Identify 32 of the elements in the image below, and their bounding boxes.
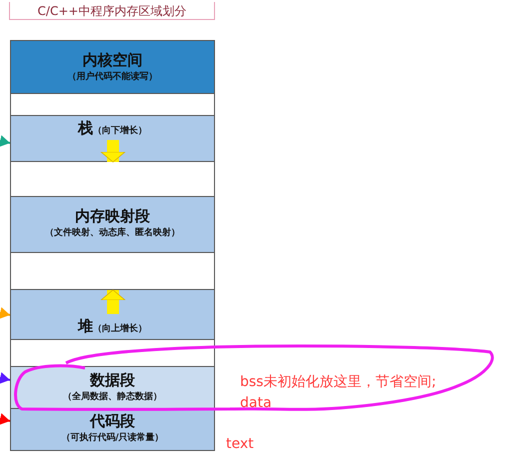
segment-name: 内核空间 [82,51,144,70]
memory-segment [10,116,215,162]
title: C/C++中程序内存区域划分 [9,2,215,20]
segment-name: 数据段 [88,371,136,390]
segment-name: 栈 [78,119,93,137]
arrow [100,290,126,314]
empty-band [10,162,215,197]
empty-band [10,253,215,290]
memory-segment [10,367,215,409]
segment-name: 代码段 [88,412,136,431]
arrow [0,135,10,147]
segment-note: （文件映射、动态库、匿名映射） [44,226,181,239]
segment-note: （用户代码不能读写） [66,70,158,83]
annotation-text: text [226,436,254,452]
segment-note: （全局数据、静态数据） [62,390,163,403]
memory-segment [10,197,215,253]
segment-note: （可执行代码/只读常量） [60,431,165,444]
memory-segment [10,40,215,94]
empty-band [10,94,215,116]
annotation-text: bss未初始化放这里，节省空间; [240,373,436,391]
arrow [0,413,10,425]
arrow [0,372,10,384]
segment-note: （向上增长） [93,324,147,334]
memory-segment [10,409,215,451]
arrow [100,140,126,162]
segment-name: 堆 [78,317,93,335]
segment-note: （向下增长） [93,126,147,136]
arrow [0,307,10,319]
segment-name: 内存映射段 [74,207,151,226]
annotation-text: data [240,395,272,411]
empty-band [10,340,215,367]
memory-segment [10,290,215,340]
